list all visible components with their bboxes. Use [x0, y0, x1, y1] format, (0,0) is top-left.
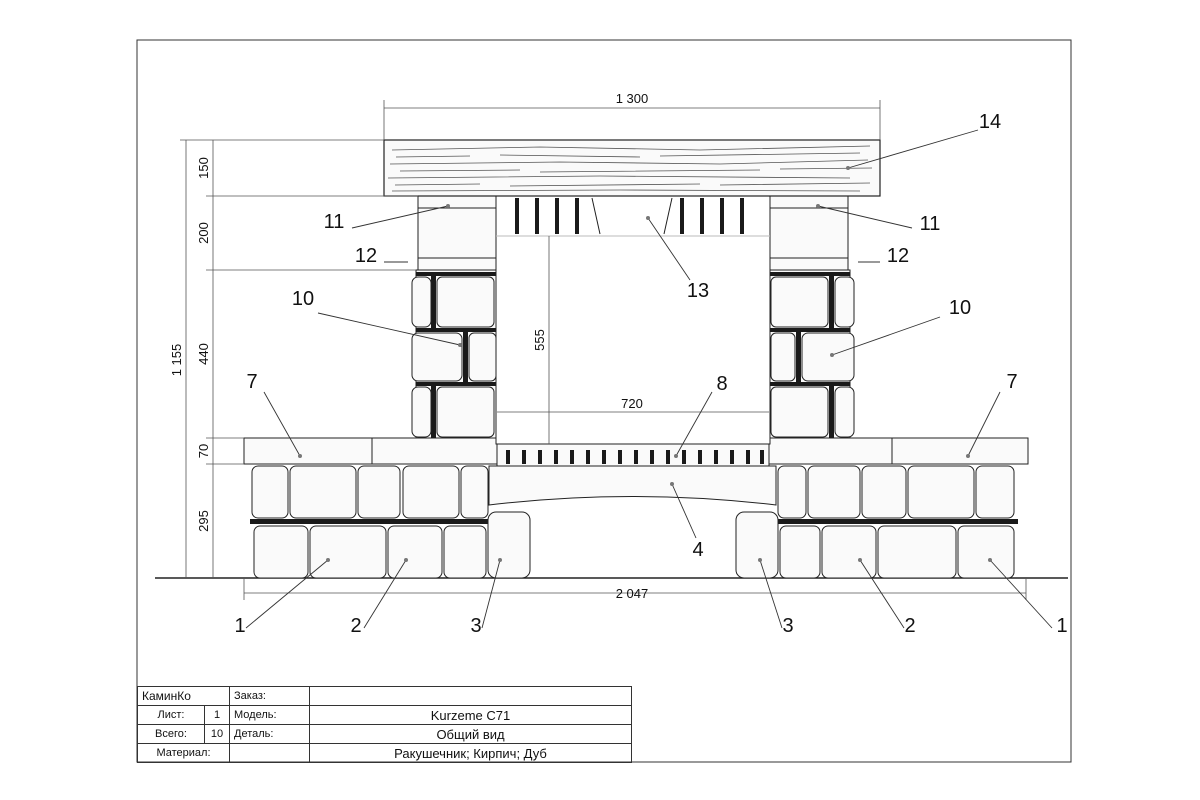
total-value: 10 [203, 724, 231, 744]
oak-mantel [383, 139, 881, 197]
firebox-opening [495, 195, 771, 445]
callout-1-right: 1 [1056, 615, 1067, 637]
leader-dots [298, 166, 992, 562]
sheet-label: Лист: [137, 705, 205, 725]
material-value: Ракушечник; Кирпич; Дуб [309, 743, 633, 763]
callout-1-left: 1 [234, 615, 245, 637]
callout-12-right: 12 [887, 245, 909, 267]
dim-150: 150 [196, 157, 211, 179]
left-column-stones [411, 269, 497, 439]
order-value [309, 686, 633, 706]
callout-10-left: 10 [292, 288, 314, 310]
callout-2-left: 2 [350, 615, 361, 637]
callout-7-right: 7 [1006, 371, 1017, 393]
dimension-lines [180, 100, 1027, 600]
dim-440: 440 [196, 343, 211, 365]
material-label: Материал: [136, 743, 231, 763]
dim-base-width: 2 047 [616, 586, 649, 601]
callout-14: 14 [979, 111, 1001, 133]
detail-label: Деталь: [229, 724, 311, 744]
callout-11-left: 11 [324, 211, 345, 233]
callout-12-left: 12 [355, 245, 377, 267]
callout-13: 13 [687, 280, 709, 302]
callout-11-right: 11 [920, 213, 941, 235]
dim-inner-width: 720 [621, 396, 643, 411]
dim-70: 70 [196, 444, 211, 458]
detail-value: Общий вид [309, 724, 633, 744]
model-value: Kurzeme C71 [309, 705, 633, 725]
title-block: КаминКо Заказ: Лист: 1 Модель: Kurzeme C… [136, 686, 633, 763]
upper-blocks [417, 195, 849, 271]
callout-4: 4 [692, 539, 703, 561]
callout-3-right: 3 [782, 615, 793, 637]
dim-200: 200 [196, 222, 211, 244]
callout-8: 8 [716, 373, 727, 395]
dim-inner-height: 555 [532, 329, 547, 351]
base-stones [250, 465, 1018, 579]
model-label: Модель: [229, 705, 311, 725]
callout-7-left: 7 [246, 371, 257, 393]
callout-2-right: 2 [904, 615, 915, 637]
brick-row [496, 443, 770, 467]
dim-295: 295 [196, 510, 211, 532]
total-label: Всего: [137, 724, 205, 744]
callout-10-right: 10 [949, 297, 971, 319]
leader-lines [245, 129, 1053, 629]
dim-total-height: 1 155 [169, 344, 184, 377]
order-label: Заказ: [229, 686, 311, 706]
dim-top-width: 1 300 [616, 91, 649, 106]
sheet-value: 1 [203, 705, 231, 725]
company-name: КаминКо [136, 686, 231, 706]
right-column-stones [769, 269, 855, 439]
callout-3-left: 3 [470, 615, 481, 637]
